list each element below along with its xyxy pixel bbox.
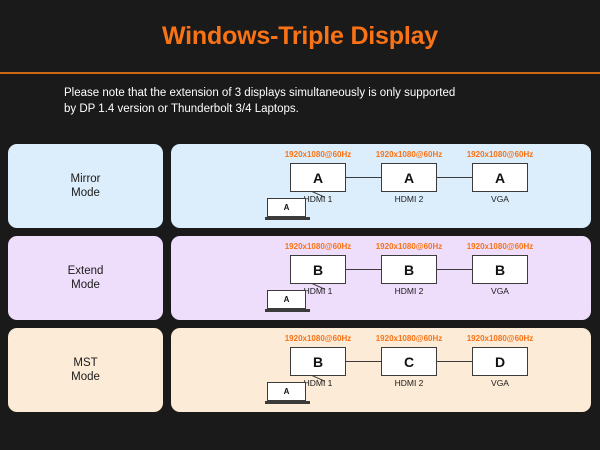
- resolution-label-1: 1920x1080@60Hz: [284, 242, 352, 251]
- monitor-icon-3: B: [472, 255, 528, 284]
- mode-row-extend: Extend Mode 1920x1080@60Hz 1920x1080@60H…: [0, 236, 600, 320]
- mode-panel-mst[interactable]: MST Mode: [8, 328, 163, 412]
- laptop-icon: A: [267, 198, 306, 217]
- port-label-3: VGA: [491, 194, 509, 204]
- resolution-label-2: 1920x1080@60Hz: [375, 150, 443, 159]
- mode-label-line2: Mode: [71, 371, 100, 383]
- monitor-icon-2: A: [381, 163, 437, 192]
- mode-panel-mirror[interactable]: Mirror Mode: [8, 144, 163, 228]
- connector-line-2: [437, 177, 472, 179]
- mode-label-line1: Mirror: [70, 173, 101, 185]
- port-label-3: VGA: [491, 286, 509, 296]
- connector-line-1: [346, 177, 381, 179]
- port-label-3: VGA: [491, 378, 509, 388]
- page-title: Windows-Triple Display: [162, 22, 438, 50]
- title-divider: [0, 72, 600, 74]
- port-label-2: HDMI 2: [394, 378, 424, 388]
- diagram-panel-mst: 1920x1080@60Hz 1920x1080@60Hz 1920x1080@…: [171, 328, 591, 412]
- monitor-icon-3: A: [472, 163, 528, 192]
- resolution-label-1: 1920x1080@60Hz: [284, 150, 352, 159]
- note-line-2: by DP 1.4 version or Thunderbolt 3/4 Lap…: [64, 103, 299, 115]
- mode-label-line1: Extend: [67, 265, 104, 277]
- mode-row-mirror: Mirror Mode 1920x1080@60Hz 1920x1080@60H…: [0, 144, 600, 228]
- resolution-label-3: 1920x1080@60Hz: [466, 150, 534, 159]
- monitor-icon-2: B: [381, 255, 437, 284]
- diagram-panel-mirror: 1920x1080@60Hz 1920x1080@60Hz 1920x1080@…: [171, 144, 591, 228]
- mode-label-line1: MST: [73, 357, 98, 369]
- mode-row-mst: MST Mode 1920x1080@60Hz 1920x1080@60Hz 1…: [0, 328, 600, 412]
- mode-panel-extend[interactable]: Extend Mode: [8, 236, 163, 320]
- resolution-label-2: 1920x1080@60Hz: [375, 334, 443, 343]
- monitor-icon-1: B: [290, 255, 346, 284]
- mode-rows: Mirror Mode 1920x1080@60Hz 1920x1080@60H…: [0, 144, 600, 420]
- resolution-label-1: 1920x1080@60Hz: [284, 334, 352, 343]
- connector-line-2: [437, 269, 472, 271]
- note-text: Please note that the extension of 3 disp…: [64, 85, 564, 117]
- port-label-1: HDMI 1: [303, 378, 333, 388]
- monitor-icon-1: B: [290, 347, 346, 376]
- laptop-base-icon: [265, 401, 310, 404]
- connector-line-1: [346, 269, 381, 271]
- connector-line-2: [437, 361, 472, 363]
- laptop-base-icon: [265, 309, 310, 312]
- monitor-icon-1: A: [290, 163, 346, 192]
- port-label-2: HDMI 2: [394, 194, 424, 204]
- diagram-panel-extend: 1920x1080@60Hz 1920x1080@60Hz 1920x1080@…: [171, 236, 591, 320]
- mode-label-line2: Mode: [71, 279, 100, 291]
- monitor-icon-3: D: [472, 347, 528, 376]
- monitor-icon-2: C: [381, 347, 437, 376]
- laptop-icon: A: [267, 290, 306, 309]
- note-line-1: Please note that the extension of 3 disp…: [64, 87, 456, 99]
- port-label-1: HDMI 1: [303, 194, 333, 204]
- connector-line-1: [346, 361, 381, 363]
- resolution-label-2: 1920x1080@60Hz: [375, 242, 443, 251]
- page-header: Windows-Triple Display: [0, 0, 600, 74]
- laptop-base-icon: [265, 217, 310, 220]
- laptop-icon: A: [267, 382, 306, 401]
- port-label-1: HDMI 1: [303, 286, 333, 296]
- port-label-2: HDMI 2: [394, 286, 424, 296]
- resolution-label-3: 1920x1080@60Hz: [466, 242, 534, 251]
- resolution-label-3: 1920x1080@60Hz: [466, 334, 534, 343]
- mode-label-line2: Mode: [71, 187, 100, 199]
